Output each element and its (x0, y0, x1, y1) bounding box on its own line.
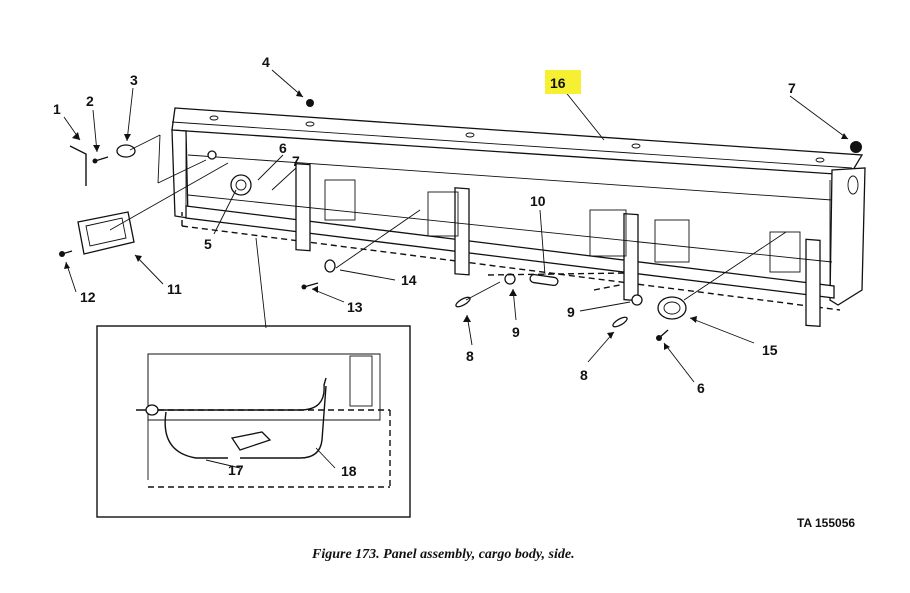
callout-8-left: 8 (466, 348, 474, 364)
figure-id: TA 155056 (797, 516, 855, 530)
callout-16: 16 (550, 75, 566, 91)
callout-labels: 1 2 3 4 5 6 7 7 16 10 11 12 13 14 9 9 8 … (53, 54, 796, 479)
stakes (295, 163, 821, 328)
callout-15: 15 (762, 342, 778, 358)
callout-7-right: 7 (788, 80, 796, 96)
callout-14: 14 (401, 272, 417, 288)
cargo-side-panel (171, 107, 866, 328)
callout-6-upper: 6 (279, 140, 287, 156)
detail-inset (96, 325, 411, 518)
figure-caption: Figure 173. Panel assembly, cargo body, … (311, 547, 575, 562)
callout-3: 3 (130, 72, 138, 88)
callout-10: 10 (530, 193, 546, 209)
callout-18: 18 (341, 463, 357, 479)
callout-8-right: 8 (580, 367, 588, 383)
loose-parts (59, 99, 862, 341)
callout-5: 5 (204, 236, 212, 252)
callout-6-lower: 6 (697, 380, 705, 396)
callout-17: 17 (228, 462, 244, 478)
callout-9-left: 9 (512, 324, 520, 340)
arrowheads (64, 90, 848, 350)
callout-16-highlight (545, 70, 581, 94)
callout-1: 1 (53, 101, 61, 117)
callout-12: 12 (80, 289, 96, 305)
callout-2: 2 (86, 93, 94, 109)
callout-4: 4 (262, 54, 270, 70)
callout-13: 13 (347, 299, 363, 315)
leader-lines (63, 69, 849, 383)
callout-7-left: 7 (292, 153, 300, 169)
callout-11: 11 (167, 281, 182, 297)
callout-9-right: 9 (567, 304, 575, 320)
